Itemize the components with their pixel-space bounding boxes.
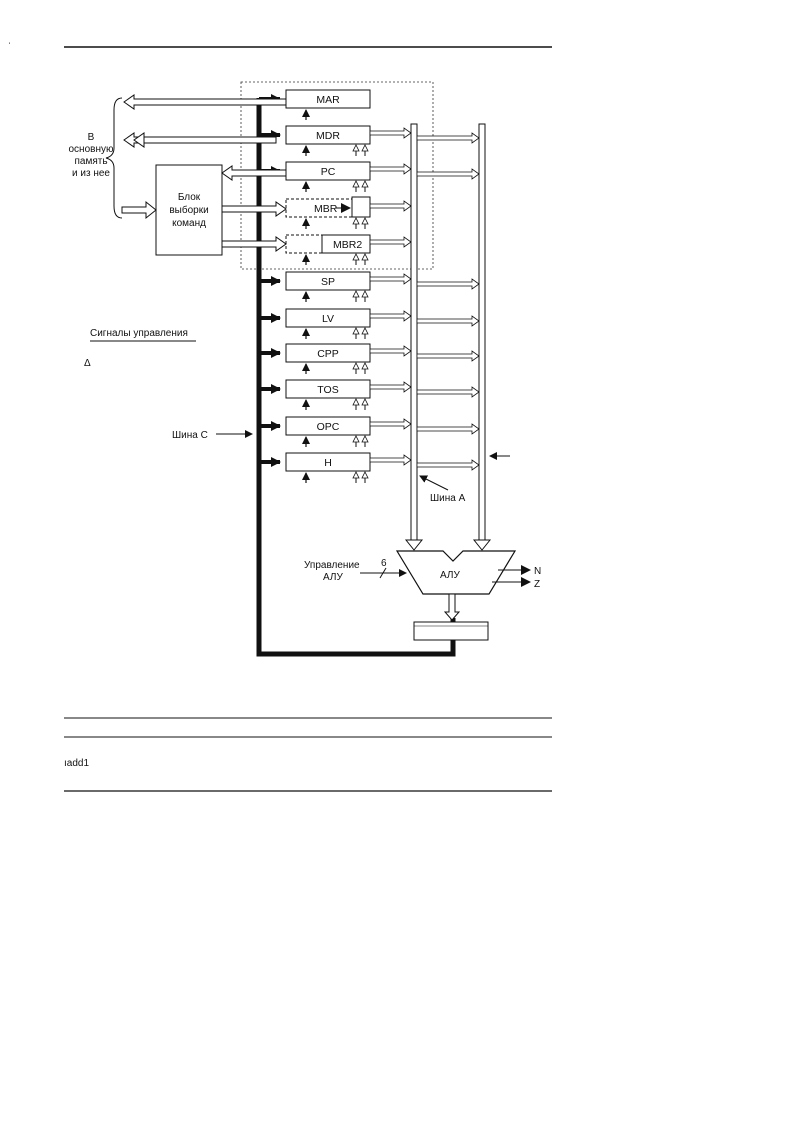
register-label-h: H xyxy=(324,457,332,469)
output-to-bus-b-cpp xyxy=(369,345,412,357)
output-to-bus-b-lv xyxy=(369,310,412,322)
register-label-mbr2: MBR2 xyxy=(333,239,362,251)
read-enable-head-cpp-1 xyxy=(361,362,369,370)
output-to-bus-a-lv xyxy=(416,315,480,327)
memory-brace xyxy=(105,97,123,219)
mbr-inner-box xyxy=(351,196,371,218)
read-enable-head-mbr-1 xyxy=(361,217,369,225)
margin-mark-1: ˈ xyxy=(8,42,11,53)
read-enable-head-mdr-1 xyxy=(361,144,369,152)
alu-control-width: 6 xyxy=(381,558,387,569)
flag-z-label: Z xyxy=(534,579,540,590)
read-enable-head-opc-0 xyxy=(352,435,360,443)
read-enable-head-tos-0 xyxy=(352,398,360,406)
read-enable-head-lv-0 xyxy=(352,327,360,335)
read-enable-head-mdr-0 xyxy=(352,144,360,152)
register-label-tos: TOS xyxy=(317,384,338,396)
output-to-bus-b-h xyxy=(369,454,412,466)
read-enable-head-mbr2-1 xyxy=(361,253,369,261)
alu-control-label-1: Управление xyxy=(304,560,360,571)
bus-a-label: Шина А xyxy=(430,493,466,504)
register-lv: LV xyxy=(259,308,480,339)
read-enable-head-opc-1 xyxy=(361,435,369,443)
flag-n-label: N xyxy=(534,566,541,577)
output-to-bus-a-cpp xyxy=(416,350,480,362)
fragment-text: ıadd1 xyxy=(64,758,89,769)
register-label-pc: PC xyxy=(321,166,336,178)
bus-b-arrowhead xyxy=(404,539,424,551)
bus-c-label: Шина С xyxy=(172,430,208,441)
memory-label-line: и из нее xyxy=(72,168,110,179)
register-label-cpp: CPP xyxy=(317,348,339,360)
read-enable-head-tos-1 xyxy=(361,398,369,406)
register-label-mbr: MBR xyxy=(314,203,338,215)
read-enable-head-pc-0 xyxy=(352,180,360,188)
memory-label-line: основную xyxy=(69,144,114,155)
output-to-bus-b-mdr xyxy=(369,127,412,139)
alu-shape xyxy=(395,550,517,595)
register-sp: SP xyxy=(259,271,480,302)
pc-to-fetch-arrow xyxy=(221,165,287,181)
output-to-bus-b-mbr2 xyxy=(369,236,412,248)
register-tos: TOS xyxy=(259,379,480,410)
control-signals-label: Сигналы управления xyxy=(90,328,188,339)
output-to-bus-b-opc xyxy=(369,418,412,430)
fetch-unit-label-line: выборки xyxy=(169,204,208,216)
shifter-box xyxy=(413,621,489,641)
register-label-sp: SP xyxy=(321,276,335,288)
register-opc: OPC xyxy=(259,416,480,447)
memory-label-line: память xyxy=(74,156,107,167)
fetch-to-mbr2-arrow xyxy=(221,236,287,252)
fetch-to-mbr-arrow xyxy=(221,201,287,217)
alu-output-arrow xyxy=(443,593,461,621)
register-h: H xyxy=(259,452,480,483)
read-enable-head-sp-0 xyxy=(352,290,360,298)
alu-control-slash xyxy=(379,567,387,579)
register-label-mdr: MDR xyxy=(316,130,340,142)
register-mdr: MDR xyxy=(259,125,480,156)
read-enable-head-mbr2-0 xyxy=(352,253,360,261)
read-enable-head-h-1 xyxy=(361,471,369,479)
register-label-mar: MAR xyxy=(316,94,340,106)
register-cpp: CPP xyxy=(259,343,480,374)
read-enable-head-sp-1 xyxy=(361,290,369,298)
bus-a-pointer xyxy=(419,475,449,491)
fetch-input-arrow xyxy=(121,200,157,220)
alu-control-label-2: АЛУ xyxy=(323,572,343,583)
output-to-bus-b-tos xyxy=(369,381,412,393)
bus-a-arrowhead xyxy=(472,539,492,551)
output-to-bus-a-tos xyxy=(416,386,480,398)
register-mbr: MBR xyxy=(285,196,412,229)
output-to-bus-a-sp xyxy=(416,278,480,290)
read-enable-head-mbr-0 xyxy=(352,217,360,225)
register-pc: PC xyxy=(259,161,480,192)
register-label-opc: OPC xyxy=(317,421,340,433)
output-to-bus-a-h xyxy=(416,459,480,471)
output-to-bus-b-mbr xyxy=(369,200,412,212)
read-enable-head-cpp-0 xyxy=(352,362,360,370)
output-to-bus-a-opc xyxy=(416,423,480,435)
register-mar: MAR xyxy=(259,89,371,120)
register-mbr2: MBR2 xyxy=(285,234,412,265)
read-enable-head-pc-1 xyxy=(361,180,369,188)
bus-b xyxy=(410,123,418,543)
memory-arrows xyxy=(123,94,287,148)
fetch-unit-label-line: команд xyxy=(172,218,206,229)
output-to-bus-b-pc xyxy=(369,163,412,175)
output-to-bus-b-sp xyxy=(369,273,412,285)
fetch-unit-label-line: Блок xyxy=(178,192,201,203)
bus-a xyxy=(478,123,486,543)
read-enable-head-lv-1 xyxy=(361,327,369,335)
alu-label: АЛУ xyxy=(440,570,460,581)
memory-label-line: В xyxy=(88,132,95,143)
delta-symbol: Δ xyxy=(84,358,91,369)
output-to-bus-a-mdr xyxy=(416,132,480,144)
output-to-bus-a-pc xyxy=(416,168,480,180)
read-enable-head-h-0 xyxy=(352,471,360,479)
register-label-lv: LV xyxy=(322,313,334,325)
